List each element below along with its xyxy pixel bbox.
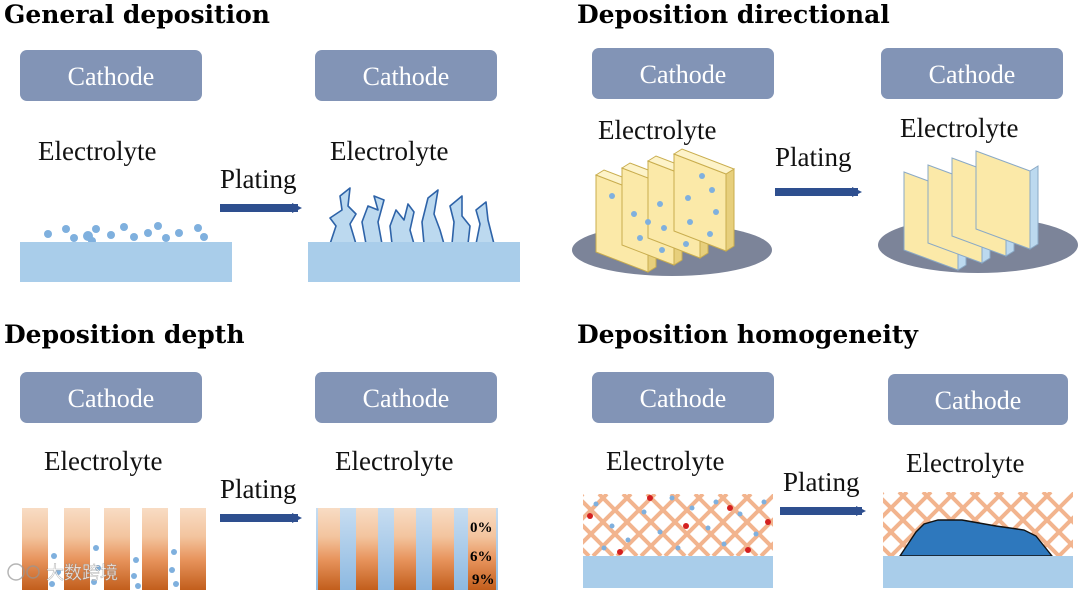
electrolyte-base (883, 556, 1073, 588)
cathode-box (315, 372, 497, 423)
panel-title: Deposition homogeneity (577, 320, 919, 349)
electrolyte-base (308, 242, 520, 282)
electrolyte-label: Electrolyte (38, 136, 156, 166)
panel-title: General deposition (4, 0, 270, 29)
ion-dots (49, 545, 179, 589)
panel-title: Deposition depth (4, 320, 245, 349)
plating-label: Plating (783, 467, 860, 497)
watermark-logo-icon (7, 563, 25, 581)
homogeneous-deposit (898, 519, 1054, 557)
electrolyte-label: Electrolyte (900, 113, 1018, 143)
red-nucleation-dots (587, 495, 771, 555)
electrolyte-label: Electrolyte (330, 136, 448, 166)
cathode-box (888, 374, 1068, 425)
depth-label-top: 0% (470, 520, 493, 536)
cathode-label: Cathode (68, 62, 155, 91)
ion-dots (44, 222, 208, 245)
panel-title: Deposition directional (577, 0, 890, 29)
cathode-label: Cathode (68, 384, 155, 413)
plated-columns (318, 508, 496, 590)
cathode-box (592, 372, 774, 423)
cathode-box (881, 48, 1063, 99)
electrode-plates (594, 148, 736, 273)
panel-deposition-directional: Deposition directional Cathode Electroly… (572, 0, 1078, 276)
plating-label: Plating (775, 142, 852, 172)
panel-deposition-homogeneity: Deposition homogeneity Cathode Electroly… (577, 320, 1073, 588)
plating-label: Plating (220, 474, 297, 504)
cathode-box (315, 50, 497, 101)
cathode-box (20, 372, 202, 423)
cathode-box (592, 48, 774, 99)
depth-label-bottom: 9% (472, 572, 495, 588)
ion-dots (593, 495, 767, 551)
depth-label-middle: 6% (470, 549, 493, 565)
electrolyte-base (583, 556, 773, 588)
plated-electrode-plates (903, 150, 1039, 271)
electrolyte-label: Electrolyte (598, 115, 716, 145)
electrolyte-label: Electrolyte (906, 448, 1024, 478)
electrolyte-label: Electrolyte (606, 446, 724, 476)
ion-dots (609, 173, 719, 253)
cathode-label: Cathode (640, 60, 727, 89)
porous-columns (22, 508, 206, 590)
plating-label: Plating (220, 164, 297, 194)
electrolyte-label: Electrolyte (335, 446, 453, 476)
electrolyte-label: Electrolyte (44, 446, 162, 476)
cathode-label: Cathode (363, 384, 450, 413)
mesh-host (883, 492, 1073, 556)
mesh-host (583, 494, 773, 556)
panel-deposition-depth: Deposition depth Cathode Electrolyte Pla… (4, 320, 498, 590)
cathode-label: Cathode (640, 384, 727, 413)
panel-general-deposition: General deposition Cathode Electrolyte P… (4, 0, 520, 282)
watermark: 大数跨境 (7, 563, 118, 584)
electrolyte-base (20, 242, 232, 282)
cathode-label: Cathode (929, 60, 1016, 89)
watermark-text: 大数跨境 (46, 563, 118, 584)
cathode-box (20, 50, 202, 101)
dendrite-growth (329, 187, 495, 245)
cathode-label: Cathode (935, 386, 1022, 415)
cathode-label: Cathode (363, 62, 450, 91)
